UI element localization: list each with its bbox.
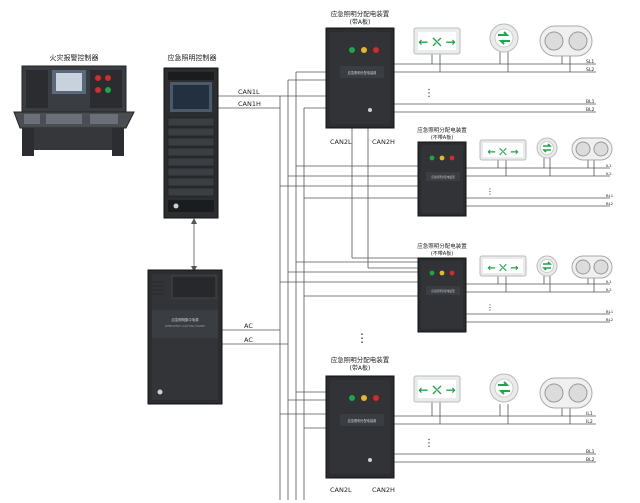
circuit-bl1-p4: BL1	[586, 449, 595, 455]
power-panel-sublabel: EMERGENCY LIGHTING POWER	[165, 324, 205, 328]
panel-3-subtitle: (不带A板)	[431, 250, 453, 257]
circuit-bl2-p4: BL2	[586, 457, 595, 463]
wiring	[193, 71, 418, 500]
circuit-bl1: BL1	[586, 99, 595, 105]
luminaires-row-3: ← ⛌ →	[479, 255, 613, 279]
luminaires-row-2: ← ⛌ →	[479, 137, 613, 161]
ellipsis-3: ⋮	[486, 303, 494, 312]
circuit-il2-p2: IL2	[606, 171, 612, 176]
circuit-bl1-p2: BL1	[606, 193, 614, 198]
circuit-il1-p4: IL1	[586, 411, 593, 417]
luminaires-row-4: ← ⛌ →	[413, 373, 593, 409]
output-circuits	[394, 52, 610, 463]
ellipsis-1: ⋮	[424, 88, 434, 99]
panel-3-label: 应急照明分配电装置	[431, 289, 455, 293]
circuit-il2-p3: IL2	[606, 287, 612, 292]
ellipsis-between-panels: ⋮	[356, 331, 368, 345]
distribution-panel-1: 应急照明分配电装置	[325, 27, 395, 129]
emergency-lighting-controller	[163, 67, 219, 219]
ac-label-1: AC	[244, 322, 253, 330]
panel-1-title: 应急照明分配电装置	[331, 9, 390, 18]
can2l-label-bottom: CAN2L	[330, 486, 352, 494]
can1l-label: CAN1L	[238, 88, 260, 96]
distribution-panel-3: 应急照明分配电装置	[417, 257, 467, 333]
circuit-il1-p3: IL1	[606, 279, 612, 284]
ellipsis-2: ⋮	[486, 187, 494, 196]
power-panel-label: 应急照明集中电源	[171, 317, 199, 322]
ac-label-2: AC	[244, 336, 253, 344]
panel-1-label: 应急照明分配电装置	[348, 70, 377, 75]
circuit-bl2: BL2	[586, 107, 595, 113]
panel-2-title: 应急照明分配电装置	[417, 126, 467, 134]
distribution-panel-4: 应急照明分配电装置	[325, 375, 395, 479]
panel-2-subtitle: (不带A板)	[431, 134, 453, 141]
panel-4-subtitle: (带A板)	[350, 364, 371, 372]
panel-2-label: 应急照明分配电装置	[431, 175, 455, 179]
exit-sign-symbol: ← ⛌ →	[487, 147, 518, 158]
circuit-bl2-p2: BL2	[606, 201, 614, 206]
can2h-label: CAN2H	[372, 138, 395, 146]
fire-alarm-title: 火灾报警控制器	[50, 53, 99, 62]
exit-sign-symbol: ← ⛌ →	[418, 35, 455, 49]
can1h-label: CAN1H	[238, 100, 261, 108]
controller-title: 应急照明控制器	[168, 53, 217, 62]
fire-alarm-controller	[13, 65, 135, 156]
circuit-bl1-p3: BL1	[606, 309, 614, 314]
exit-sign-symbol: ← ⛌ →	[487, 263, 518, 274]
status-led-yellow	[361, 47, 367, 53]
circuit-il1-p2: IL1	[606, 163, 612, 168]
circuit-il2-p4: IL2	[586, 419, 593, 425]
status-led-red	[373, 47, 379, 53]
exit-sign-symbol: ← ⛌ →	[418, 383, 455, 397]
ellipsis-4: ⋮	[424, 438, 434, 449]
can2l-label: CAN2L	[330, 138, 352, 146]
panel-4-title: 应急照明分配电装置	[331, 355, 390, 364]
distribution-panel-2: 应急照明分配电装置	[417, 141, 467, 217]
panel-1-subtitle: (带A板)	[350, 18, 371, 26]
status-led-green	[349, 47, 355, 53]
luminaires-row-1: ← ⛌ →	[413, 23, 593, 57]
panel-3-title: 应急照明分配电装置	[417, 242, 467, 250]
panel-4-label: 应急照明分配电装置	[348, 418, 377, 423]
circuit-bl2-p3: BL2	[606, 317, 614, 322]
can2h-label-bottom: CAN2H	[372, 486, 395, 494]
circuit-sl2: SL2	[586, 67, 594, 73]
central-power-supply: 应急照明集中电源 EMERGENCY LIGHTING POWER	[147, 269, 223, 405]
circuit-sl1: SL1	[586, 59, 594, 65]
